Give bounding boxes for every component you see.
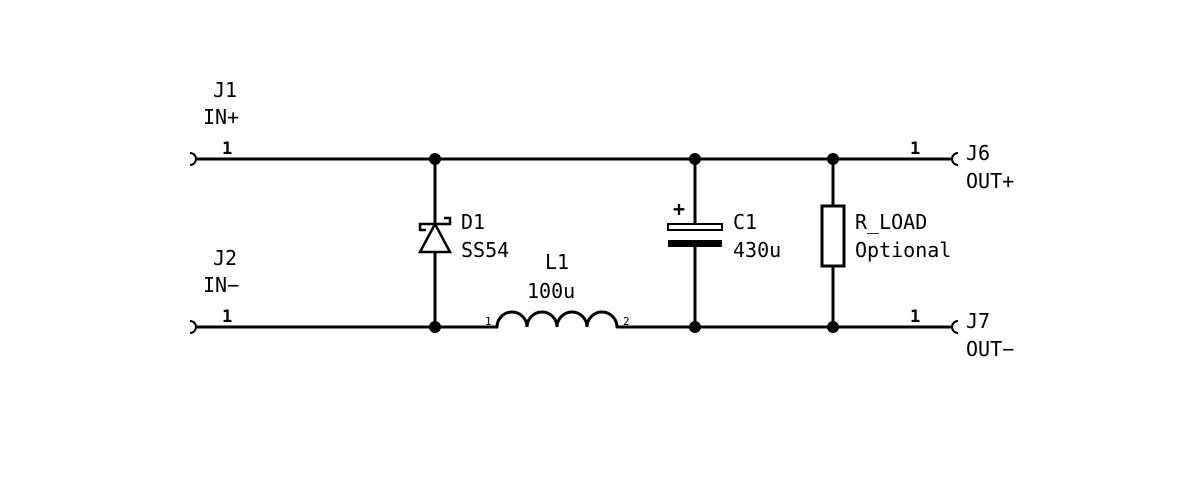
diode-d1-symbol: [417, 157, 453, 329]
resistor-rload-symbol: [820, 157, 846, 329]
j6-ref-label: J6: [966, 141, 990, 165]
j2-pin-number: 1: [222, 307, 232, 327]
c1-polarity-mark: +: [673, 197, 685, 221]
j1-ref-label: J1: [213, 78, 237, 102]
l1-value-label: 100u: [527, 279, 575, 303]
l1-pin1-number: 1: [485, 315, 492, 328]
j2-net-label: IN−: [203, 273, 239, 297]
c1-ref-label: C1: [733, 210, 757, 234]
j1-terminal: [189, 152, 197, 166]
j6-pin-number: 1: [910, 139, 920, 159]
j2-ref-label: J2: [213, 246, 237, 270]
l1-ref-label: L1: [545, 250, 569, 274]
j2-terminal: [189, 320, 197, 334]
j7-net-label: OUT−: [966, 337, 1014, 361]
j6-terminal: [951, 152, 959, 166]
j7-terminal: [951, 320, 959, 334]
capacitor-c1-symbol: [667, 157, 723, 329]
rload-value-label: Optional: [855, 238, 951, 262]
d1-value-label: SS54: [461, 238, 509, 262]
d1-ref-label: D1: [461, 210, 485, 234]
inductor-l1-symbol: [495, 310, 619, 329]
j6-net-label: OUT+: [966, 169, 1014, 193]
j1-pin-number: 1: [222, 139, 232, 159]
l1-pin2-number: 2: [623, 315, 630, 328]
j7-pin-number: 1: [910, 307, 920, 327]
j1-net-label: IN+: [203, 105, 239, 129]
j7-ref-label: J7: [966, 309, 990, 333]
c1-value-label: 430u: [733, 238, 781, 262]
rload-ref-label: R_LOAD: [855, 210, 927, 234]
